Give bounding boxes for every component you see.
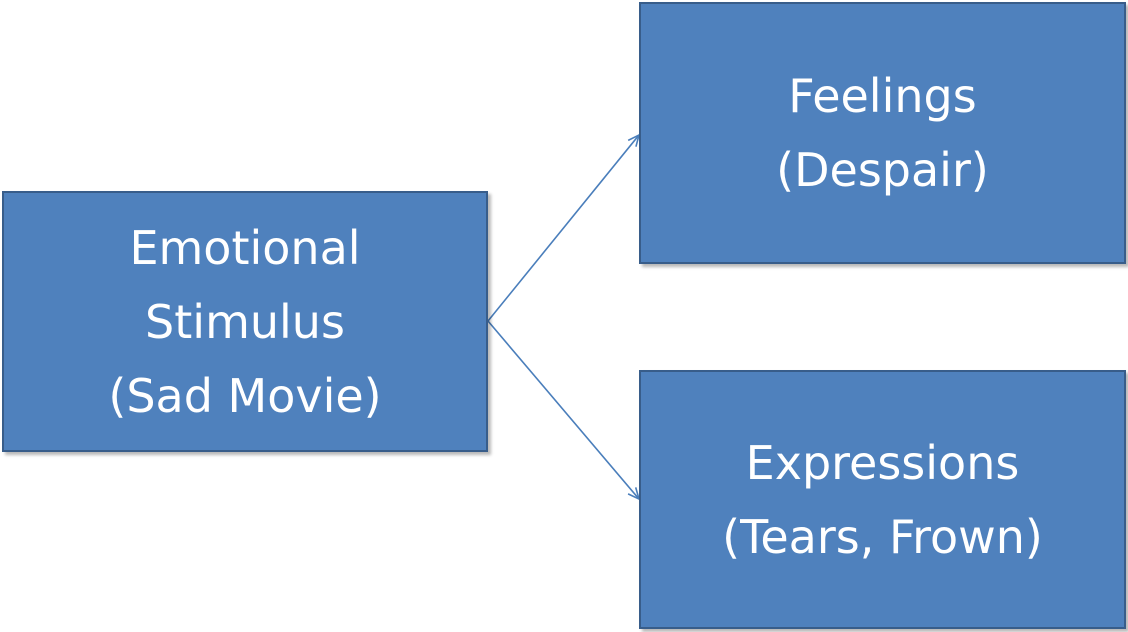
feelings-line-1: Feelings	[788, 69, 977, 123]
emotional-stimulus-node: Emotional Stimulus (Sad Movie)	[2, 191, 488, 452]
emotional-stimulus-line-2: Stimulus	[145, 294, 345, 349]
feelings-line-2: (Despair)	[776, 143, 989, 197]
arrow-to-feelings	[487, 133, 641, 322]
feelings-node: Feelings (Despair)	[639, 2, 1126, 264]
emotional-stimulus-line-1: Emotional	[129, 220, 361, 275]
expressions-node: Expressions (Tears, Frown)	[639, 370, 1126, 629]
expressions-text: Expressions (Tears, Frown)	[722, 426, 1043, 574]
expressions-line-2: (Tears, Frown)	[722, 509, 1043, 564]
emotional-stimulus-text: Emotional Stimulus (Sad Movie)	[108, 211, 381, 433]
emotional-stimulus-line-3: (Sad Movie)	[108, 368, 382, 423]
expressions-line-1: Expressions	[745, 435, 1020, 490]
arrow-to-expressions	[487, 320, 641, 501]
feelings-text: Feelings (Despair)	[776, 59, 989, 207]
